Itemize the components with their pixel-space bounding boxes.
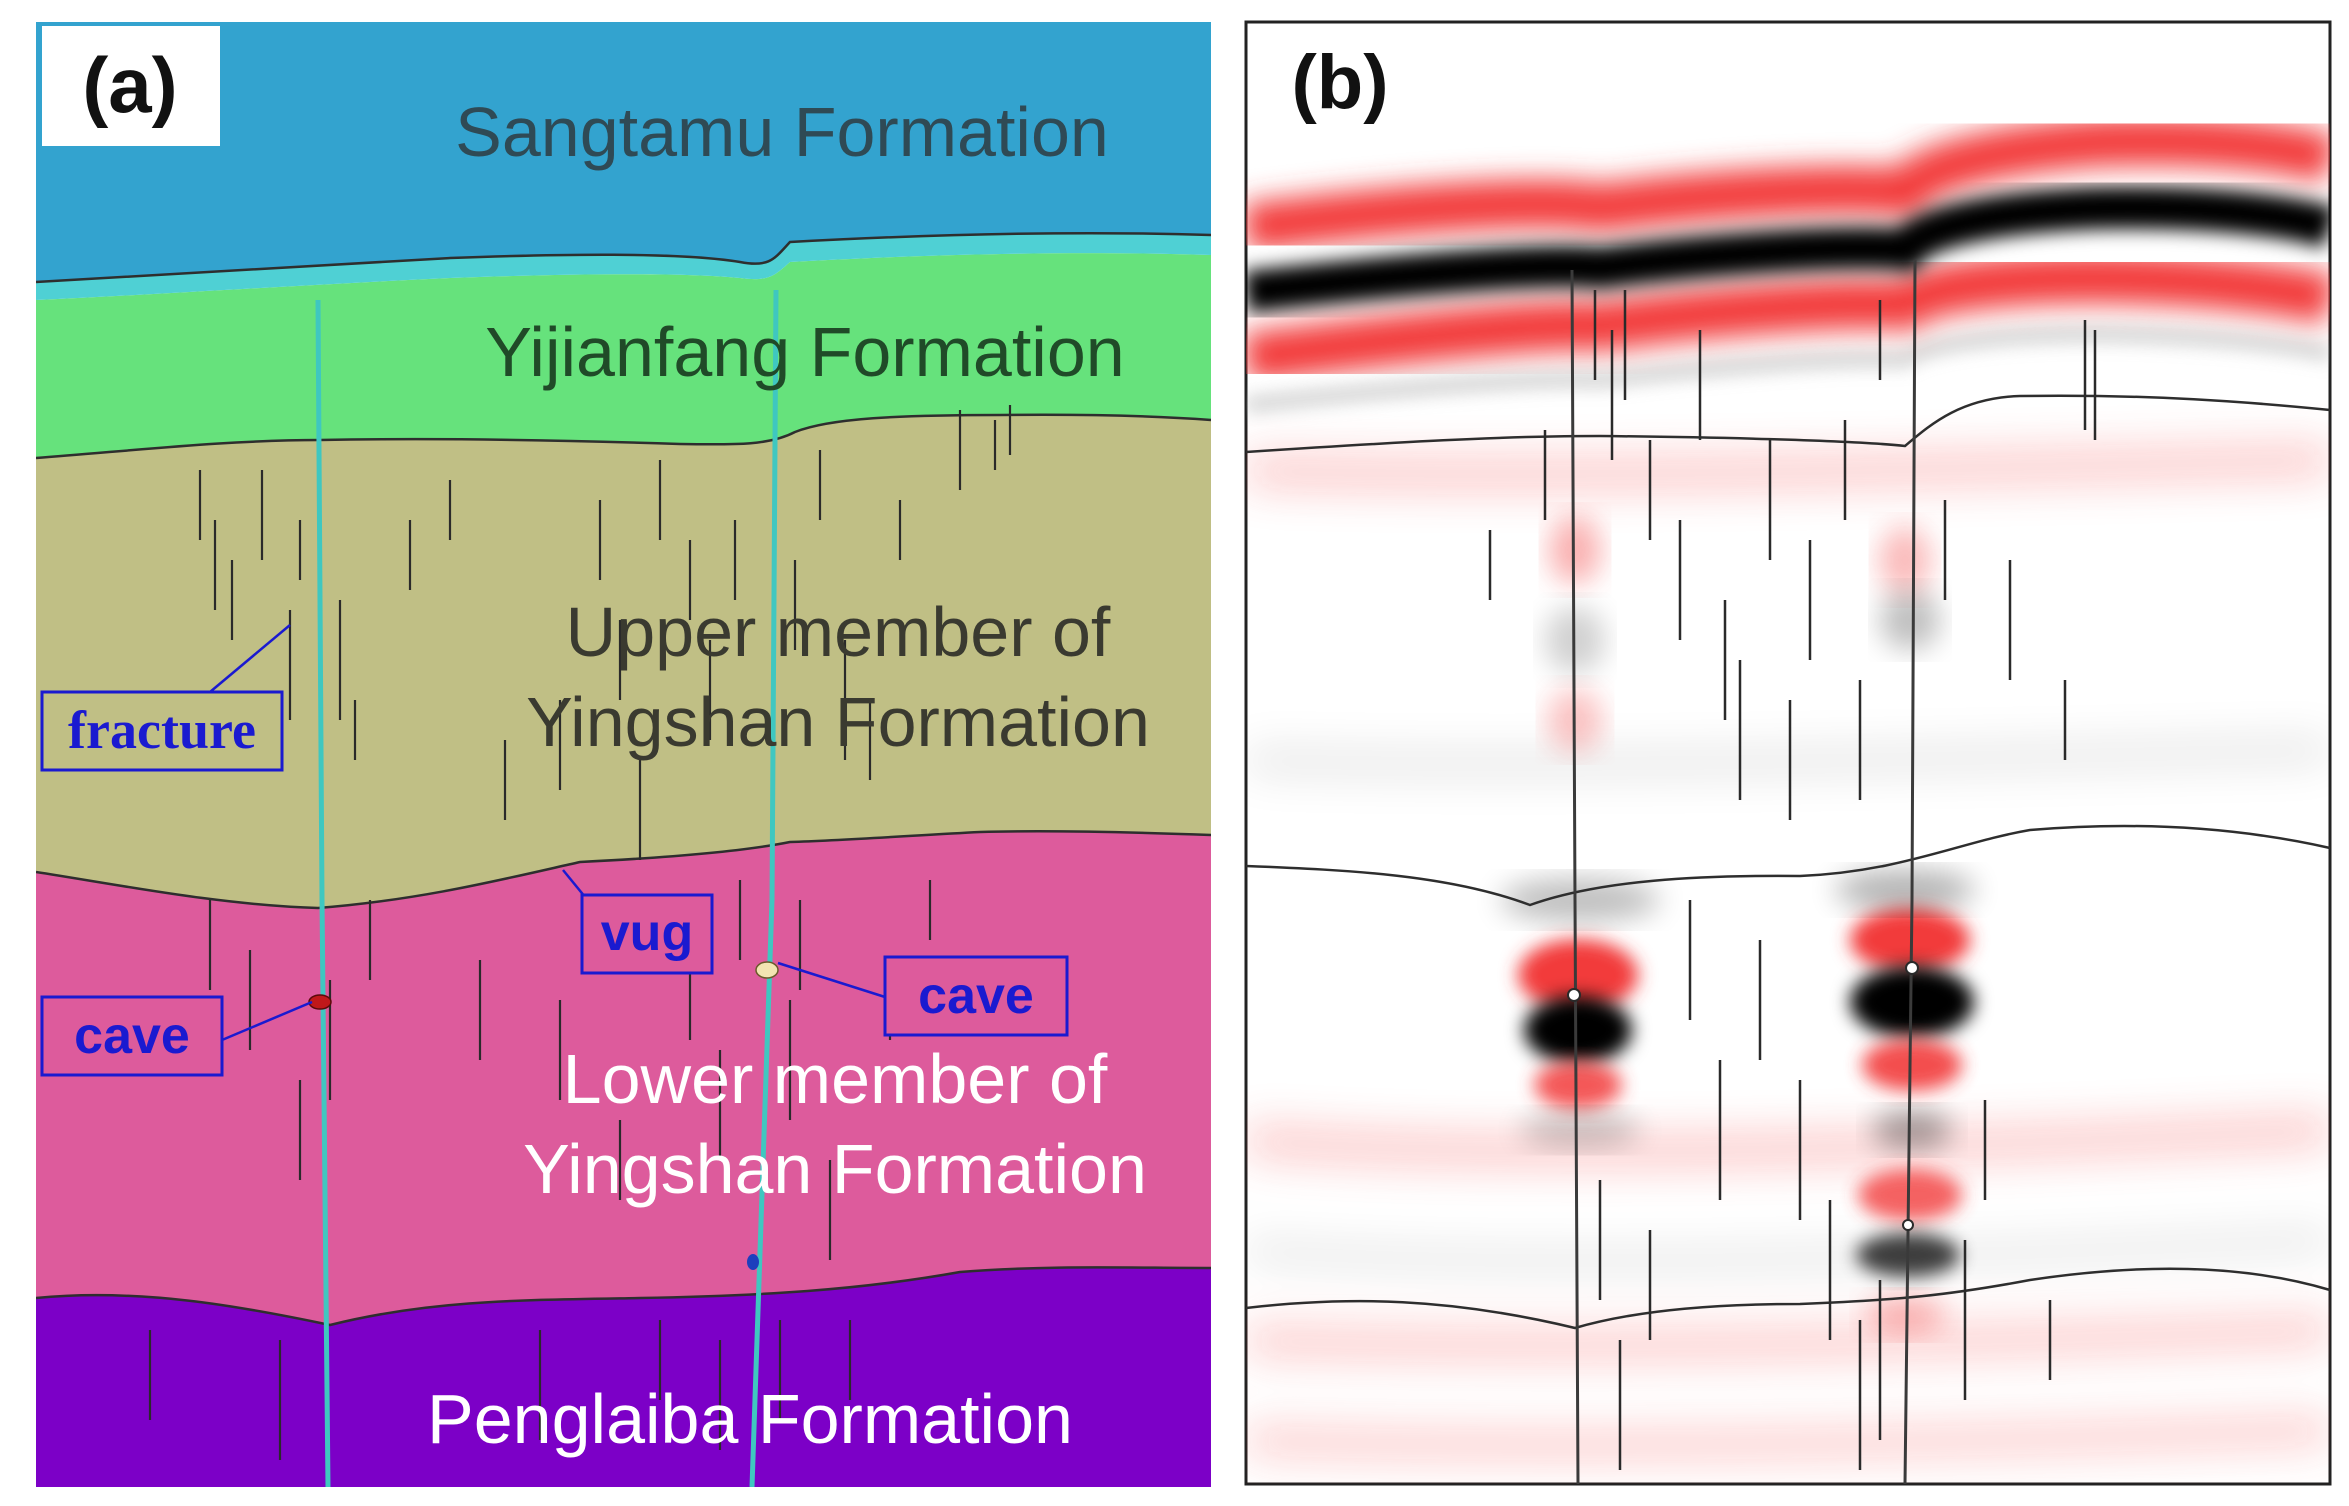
label-sangtamu: Sangtamu Formation: [455, 93, 1109, 171]
annotation-fracture-text: fracture: [68, 700, 256, 760]
label-upper-yingshan-1: Upper member of: [566, 593, 1111, 671]
annotation-cave-left-text: cave: [74, 1007, 190, 1065]
fracture-marks: [148, 405, 1012, 1460]
label-lower-yingshan-2: Yingshan Formation: [523, 1130, 1147, 1208]
panel-a-label: (a): [82, 41, 177, 129]
seismic-faint-reflectors: [1246, 447, 2330, 1457]
layer-boundaries: [36, 231, 1211, 1327]
label-yijianfang: Yijianfang Formation: [485, 313, 1124, 391]
seismic-horizons: [1246, 394, 2330, 1330]
layer-yijianfang: [36, 253, 1211, 458]
layer-sangtamu: [36, 22, 1211, 282]
panel-b: [1244, 20, 2332, 1486]
layer-thin-band: [36, 233, 1211, 300]
annotation-vug-text: vug: [601, 904, 693, 962]
annotation-cave-right: cave: [777, 955, 1069, 1037]
label-penglaiba: Penglaiba Formation: [427, 1380, 1073, 1458]
layer-lower-yingshan: [36, 831, 1211, 1325]
annotation-vug: vug: [562, 869, 714, 975]
wells: [315, 289, 779, 1487]
label-lower-yingshan-1: Lower member of: [563, 1040, 1108, 1118]
vug-marker: [747, 1254, 759, 1270]
annotation-cave-right-text: cave: [918, 967, 1034, 1025]
seismic-fracture-marks: [1488, 290, 2097, 1470]
layer-upper-yingshan: [36, 414, 1211, 908]
seismic-top-reflector: [1246, 117, 2330, 412]
seismic-well-right: [1903, 259, 1917, 1484]
panel-a: Sangtamu Formation Yijianfang Formation …: [36, 22, 1211, 1487]
annotation-fracture: fracture: [40, 624, 291, 772]
seismic-well-left: [1570, 269, 1580, 1484]
well-right: [749, 289, 779, 1487]
label-upper-yingshan-2: Yingshan Formation: [526, 683, 1150, 761]
well-left: [315, 299, 331, 1487]
annotation-cave-left: cave: [40, 995, 313, 1077]
seismic-well-markers: [1567, 961, 1919, 1231]
panel-b-label: (b): [1291, 40, 1388, 125]
cave-right-marker: [755, 961, 779, 979]
cave-left-marker: [308, 994, 332, 1010]
seismic-wells: [1570, 259, 1917, 1484]
